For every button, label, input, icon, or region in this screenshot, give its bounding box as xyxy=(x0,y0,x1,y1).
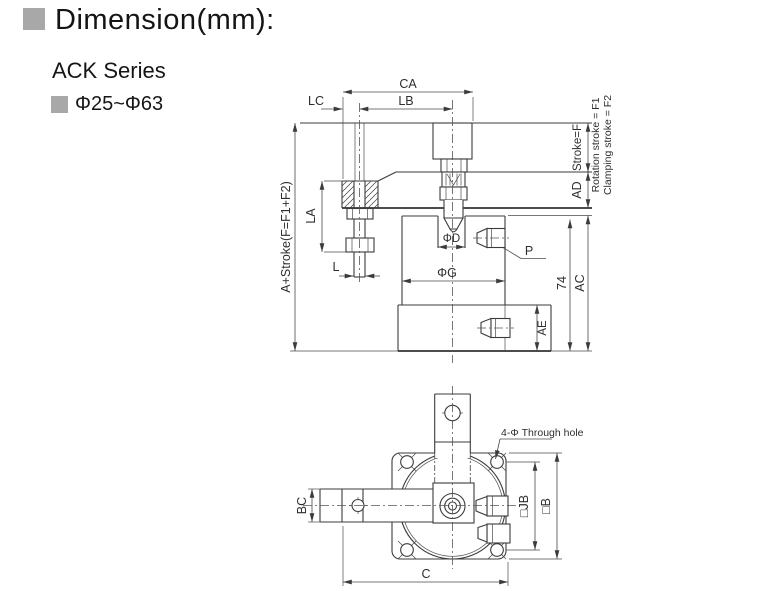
dim-label-c: C xyxy=(421,567,430,581)
note-rotation-stroke: Rotation stroke = F1 xyxy=(590,97,602,192)
clamp-bolt xyxy=(345,207,375,278)
dim-label-la: LA xyxy=(304,208,318,224)
corner-holes xyxy=(397,452,507,560)
page-title: Dimension(mm): xyxy=(55,4,275,36)
bore-range-label: Φ25~Φ63 xyxy=(75,93,164,115)
note-clamping-stroke: Clamping stroke = F2 xyxy=(602,95,614,195)
cylinder-body xyxy=(397,215,552,352)
dim-label-ca: CA xyxy=(399,77,417,91)
dim-label-a-stroke: A+Stroke(F=F1+F2) xyxy=(279,181,293,293)
dim-label-l: L xyxy=(333,260,340,274)
dim-label-74: 74 xyxy=(555,276,569,290)
arm-hatch-right xyxy=(365,181,378,208)
dim-label-ac: AC xyxy=(573,274,587,291)
side-port-fitting xyxy=(475,495,509,517)
arm-hatch-left xyxy=(342,181,354,208)
range-bullet-square xyxy=(51,96,68,113)
dim-label-ae: AE xyxy=(537,320,549,336)
dim-label-ad: AD xyxy=(570,181,584,198)
dim-label-phi-g: ΦG xyxy=(437,266,457,280)
top-view-dimensions xyxy=(308,438,562,586)
dim-label-lb: LB xyxy=(398,94,413,108)
piston-rod-assembly xyxy=(432,122,473,233)
series-heading: ACK Series xyxy=(52,58,166,83)
top-view-drawing: BC C □JB □B 4-Φ Through hole xyxy=(295,386,584,586)
dim-label-bc: BC xyxy=(295,497,309,514)
dim-label-stroke-f: Stroke=F xyxy=(572,124,584,171)
lower-port-fitting xyxy=(477,523,511,544)
port-label-p: P xyxy=(525,244,533,258)
dim-label-jb: □JB xyxy=(517,495,531,517)
dim-label-phi-d: ΦD xyxy=(443,233,460,245)
dim-label-lc: LC xyxy=(308,94,324,108)
dim-label-b: □B xyxy=(539,498,553,514)
side-view-drawing: CA LC LB A+Stroke(F=F1+F2) LA L ΦD ΦG P … xyxy=(279,77,614,363)
through-hole-note: 4-Φ Through hole xyxy=(501,427,584,439)
title-bullet-square xyxy=(23,8,45,30)
side-view-dimensions xyxy=(290,89,592,352)
